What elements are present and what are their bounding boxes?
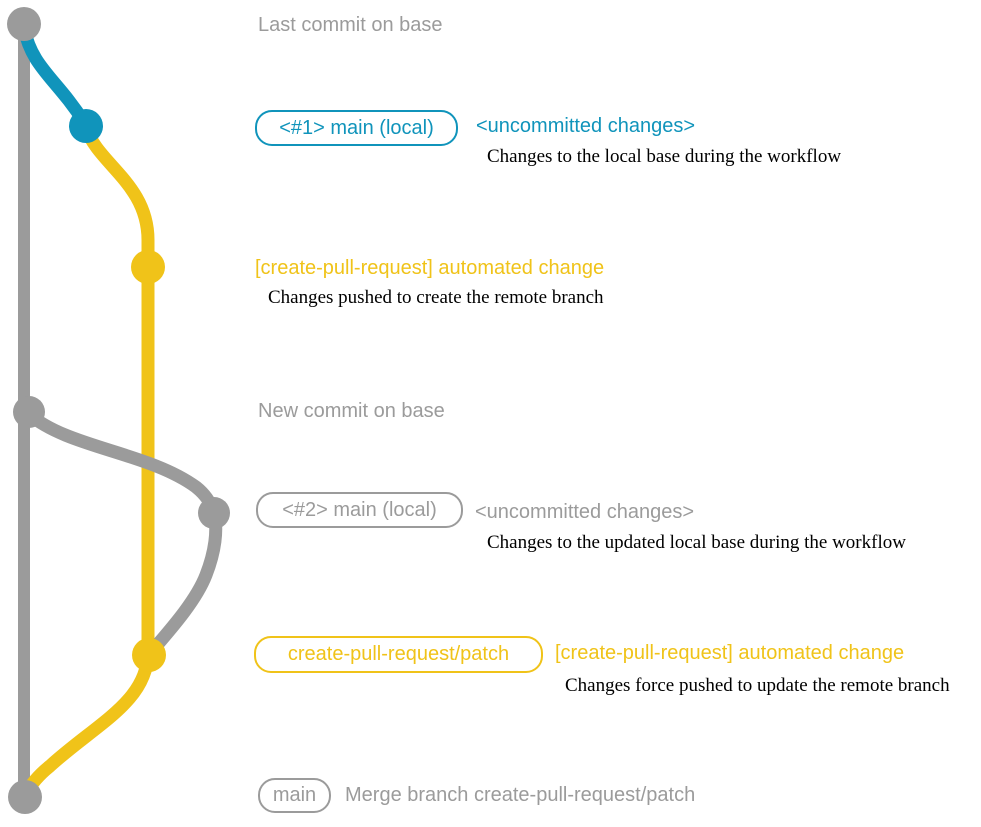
local-branch-1-line [17,21,91,129]
commit-dot-local-1 [69,109,103,143]
branch-badge-label: create-pull-request/patch [287,643,510,665]
branch-badge-label: <#2> main (local) [282,498,437,521]
push-2-description: Changes force pushed to update the remot… [565,675,950,696]
commit-dot-merge [8,780,42,814]
local-2-description: Changes to the updated local base during… [487,532,906,553]
branch-badge-label: main [272,784,317,806]
push-1-commit-title: [create-pull-request] automated change [255,257,605,279]
uncommitted-changes-label-2: <uncommitted changes> [475,501,695,523]
new-commit-label: New commit on base [258,400,445,422]
commit-dot-last-base [7,7,41,41]
push-1-description: Changes pushed to create the remote bran… [268,287,604,308]
commit-graph [7,7,230,814]
commit-dot-local-2 [198,497,230,529]
create-pull-request-branch-line [19,121,155,801]
push-2-commit-title: [create-pull-request] automated change [555,642,905,664]
commit-dot-new-base [13,396,45,428]
merge-commit-label: Merge branch create-pull-request/patch [345,784,696,806]
branch-badge-main-local-2: <#2> main (local) [256,492,463,528]
local-1-description: Changes to the local base during the wor… [487,146,842,167]
commit-dot-push-1 [131,250,165,284]
branch-badge-main-local-1: <#1> main (local) [255,110,458,146]
uncommitted-changes-label-1: <uncommitted changes> [476,115,696,137]
commit-dot-push-2 [132,638,166,672]
branch-badge-create-pull-request-patch: create-pull-request/patch [254,636,543,673]
local-branch-2-line [22,407,223,658]
last-commit-label: Last commit on base [258,14,443,36]
branch-badge-main: main [258,778,331,813]
branch-badge-label: <#1> main (local) [279,116,434,139]
